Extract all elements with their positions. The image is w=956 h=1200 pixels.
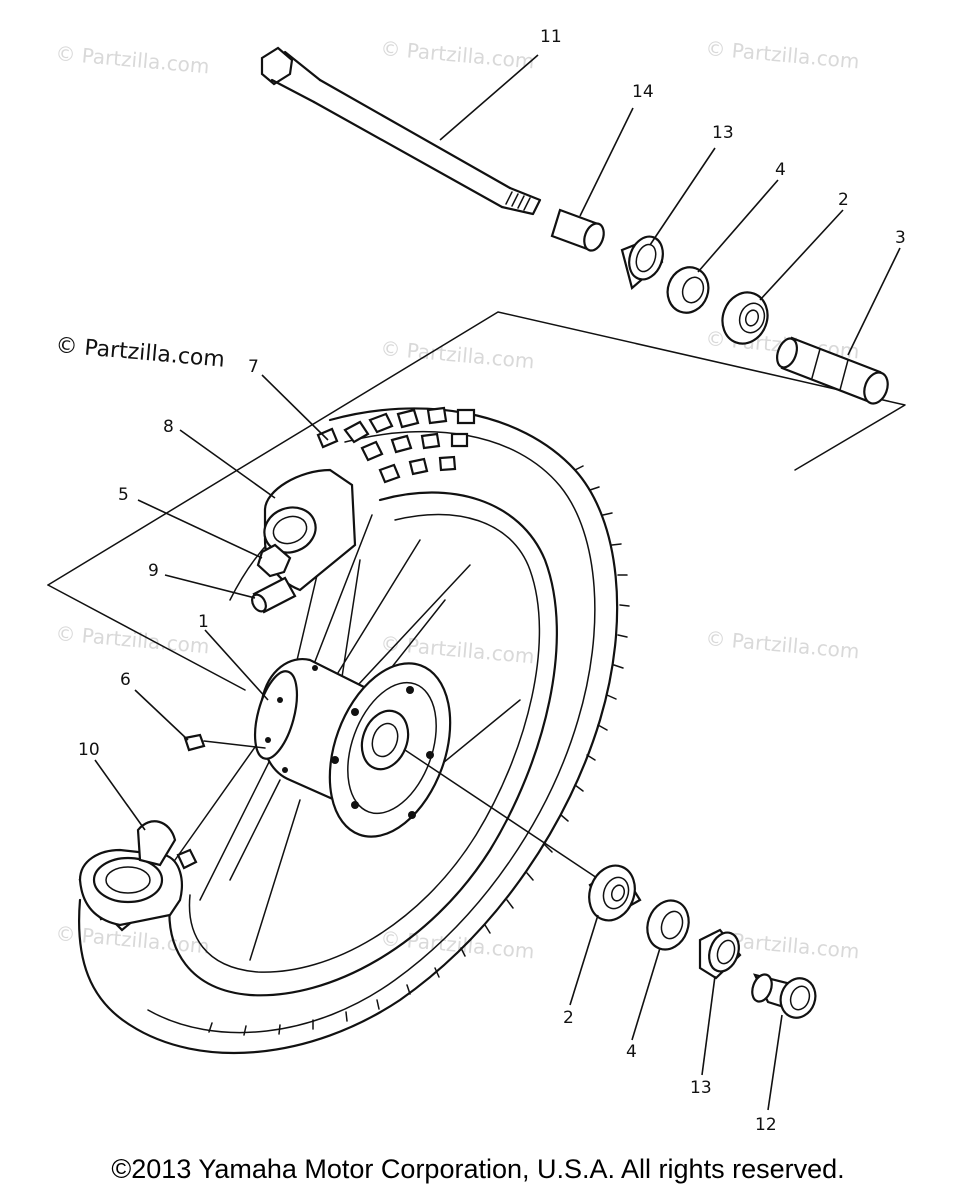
copyright-notice: ©2013 Yamaha Motor Corporation, U.S.A. A… (111, 1154, 845, 1184)
hub-part-1 (253, 657, 452, 838)
callout-6: 6 (120, 670, 131, 690)
callout-12: 12 (755, 1115, 777, 1135)
callout-1: 1 (198, 612, 209, 632)
callout-4-lower: 4 (626, 1042, 637, 1062)
callout-7: 7 (248, 357, 259, 377)
watermark: © Partzilla.com (55, 41, 211, 78)
collar-part-12 (751, 973, 817, 1019)
hub-spacer-part-3 (776, 336, 889, 405)
collar-part-13-lower (698, 928, 742, 980)
leader-lines (94, 54, 901, 1111)
watermark: © Partzilla.com (705, 36, 861, 73)
watermark-dark: © Partzilla.com (54, 333, 225, 373)
callout-4: 4 (775, 160, 786, 180)
callout-10: 10 (78, 740, 100, 760)
watermark: © Partzilla.com (380, 36, 536, 73)
collar-part-13-upper (620, 235, 664, 290)
callout-9: 9 (148, 561, 159, 581)
watermark-group: © Partzilla.com © Partzilla.com © Partzi… (54, 36, 860, 963)
watermark: © Partzilla.com (55, 921, 211, 958)
callout-13-lower: 13 (690, 1078, 712, 1098)
callout-5: 5 (118, 485, 129, 505)
valve-cap-part-9 (251, 576, 297, 614)
watermark: © Partzilla.com (55, 621, 211, 658)
callout-8: 8 (163, 417, 174, 437)
callout-3: 3 (895, 228, 906, 248)
spoke-nipple-part-6 (183, 733, 266, 752)
rim-lock-part-10 (78, 820, 198, 927)
watermark: © Partzilla.com (380, 336, 536, 373)
callout-2-lower: 2 (563, 1008, 574, 1028)
axle-centerline (404, 749, 601, 881)
callout-14: 14 (632, 82, 654, 102)
watermark: © Partzilla.com (705, 626, 861, 663)
oil-seal-part-4-upper (666, 266, 710, 314)
bearing-part-2-lower (588, 864, 642, 922)
valve-nut-part-5 (256, 543, 292, 578)
axle-part-11 (260, 46, 542, 216)
assembly-boundary (47, 311, 906, 691)
spacer-part-14 (550, 208, 605, 252)
callout-2: 2 (838, 190, 849, 210)
callout-13: 13 (712, 123, 734, 143)
bearing-part-2-upper (721, 291, 769, 345)
oil-seal-part-4-lower (646, 899, 690, 951)
callout-11: 11 (540, 27, 562, 47)
callout-labels: 11 14 13 4 2 3 7 8 5 9 1 6 10 2 4 13 12 (78, 27, 906, 1135)
